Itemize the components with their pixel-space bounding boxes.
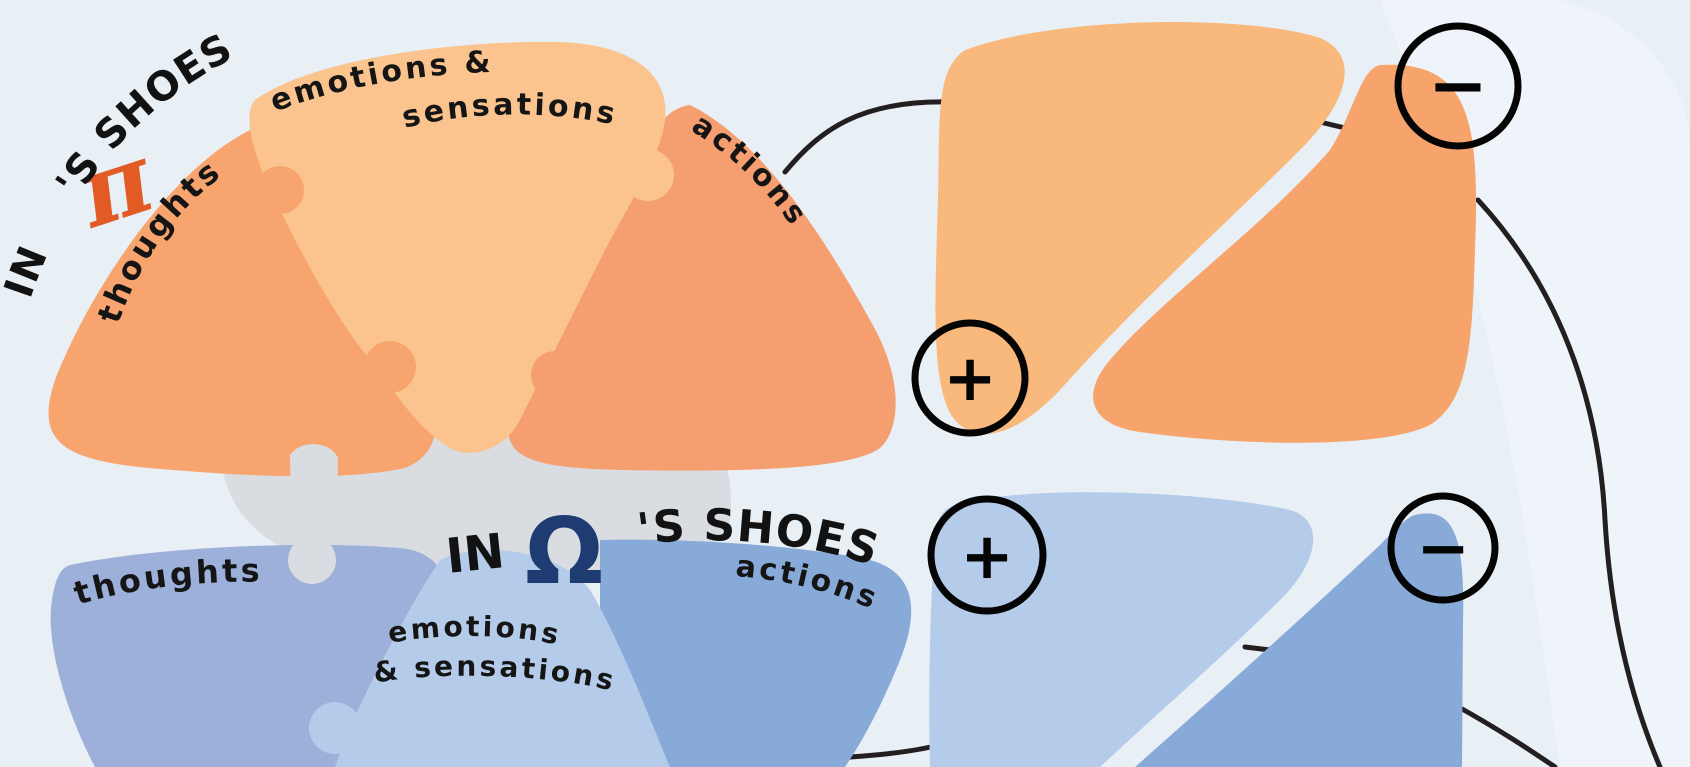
connector-line <box>850 746 935 757</box>
minus-sign-label: − <box>1428 43 1488 127</box>
pi-knob <box>531 351 579 399</box>
connector-line <box>785 102 950 172</box>
plus-sign-label: + <box>960 520 1014 594</box>
omega-knob <box>288 536 336 584</box>
connector-line <box>1245 647 1270 650</box>
pi-knob <box>256 166 304 214</box>
pi-knob <box>364 341 416 393</box>
connector-line <box>1455 705 1555 767</box>
plus-sign-label: + <box>943 342 997 416</box>
connector-line <box>1320 122 1345 128</box>
omega-title-prefix: IN <box>443 523 507 585</box>
omega-knob <box>309 702 361 754</box>
minus-sign-label: − <box>1416 512 1470 586</box>
pi-title-prefix: IN <box>0 239 57 303</box>
pi-knob <box>622 149 674 201</box>
omega-symbol: Ω <box>525 498 603 605</box>
